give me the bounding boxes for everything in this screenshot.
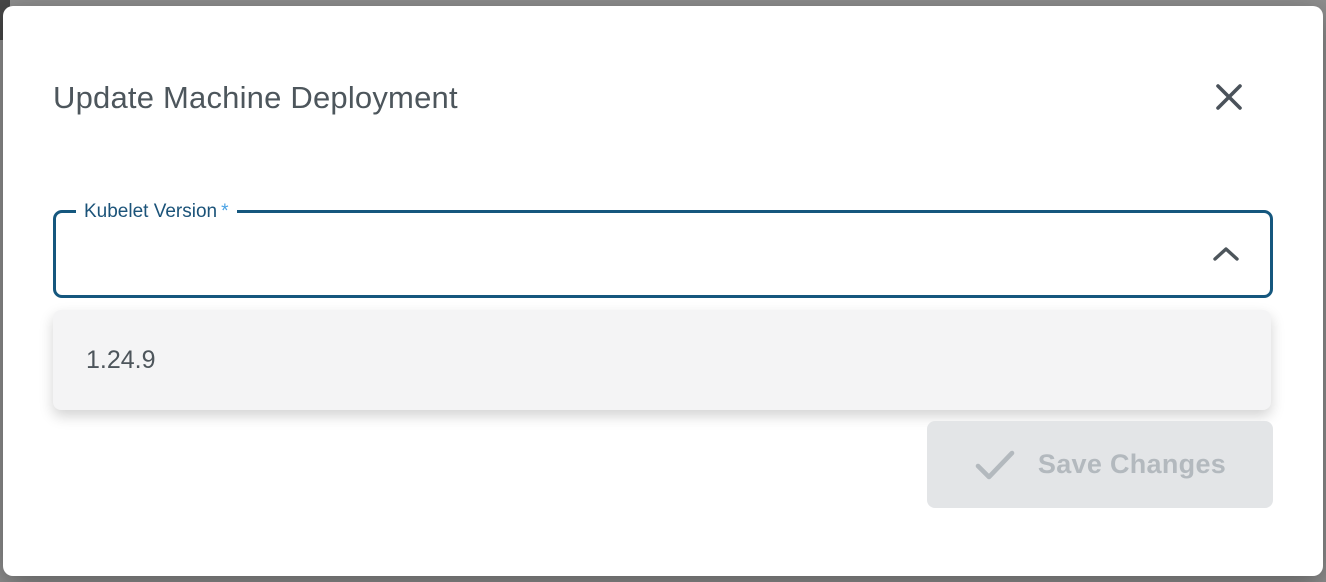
kubelet-version-label-text: Kubelet Version [84, 201, 218, 222]
checkmark-icon [974, 449, 1016, 481]
required-asterisk: * [221, 201, 229, 222]
close-button[interactable] [1206, 74, 1252, 120]
kubelet-version-select[interactable]: Kubelet Version* [53, 200, 1273, 298]
dialog-title: Update Machine Deployment [53, 80, 458, 115]
kubelet-version-label: Kubelet Version* [76, 200, 237, 223]
save-changes-button[interactable]: Save Changes [927, 421, 1273, 508]
kubelet-version-options-panel: 1.24.9 [53, 310, 1271, 410]
save-changes-label: Save Changes [1037, 449, 1227, 479]
option-1-24-9[interactable]: 1.24.9 [86, 345, 156, 374]
select-toggle-button[interactable] [1208, 236, 1244, 272]
close-icon [1214, 82, 1244, 112]
update-machine-deployment-dialog: Update Machine Deployment Kubelet Versio… [3, 6, 1323, 576]
chevron-up-icon [1211, 245, 1241, 263]
